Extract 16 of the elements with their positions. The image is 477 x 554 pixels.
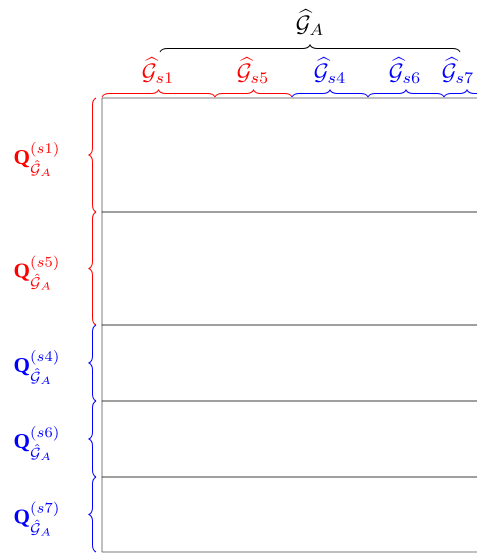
column-label: $\widehat{\mathcal{G}}_{s6}$ bbox=[390, 56, 420, 84]
column-label: $\widehat{\mathcal{G}}_{s7}$ bbox=[442, 56, 473, 84]
row-label: $\mathbf{Q}_{\hat{\mathcal{G}}_A}^{(s1)}$ bbox=[14, 142, 58, 176]
matrix-block bbox=[102, 98, 477, 212]
matrix-block bbox=[102, 476, 477, 552]
row-label: $\mathbf{Q}_{\hat{\mathcal{G}}_A}^{(s6)}$ bbox=[14, 426, 58, 460]
column-label: $\widehat{\mathcal{G}}_A$ bbox=[296, 8, 322, 35]
row-label: $\mathbf{Q}_{\hat{\mathcal{G}}_A}^{(s7)}$ bbox=[14, 501, 58, 536]
matrix-block bbox=[102, 324, 477, 402]
column-label: $\widehat{\mathcal{G}}_{s1}$ bbox=[142, 56, 172, 84]
matrix-block bbox=[102, 212, 477, 326]
row-label: $\mathbf{Q}_{\hat{\mathcal{G}}_A}^{(s4)}$ bbox=[14, 350, 58, 384]
row-label: $\mathbf{Q}_{\hat{\mathcal{G}}_A}^{(s5)}$ bbox=[14, 255, 58, 290]
matrix-block bbox=[102, 400, 477, 478]
column-label: $\widehat{\mathcal{G}}_{s4}$ bbox=[314, 56, 345, 84]
column-label: $\widehat{\mathcal{G}}_{s5}$ bbox=[238, 56, 268, 84]
